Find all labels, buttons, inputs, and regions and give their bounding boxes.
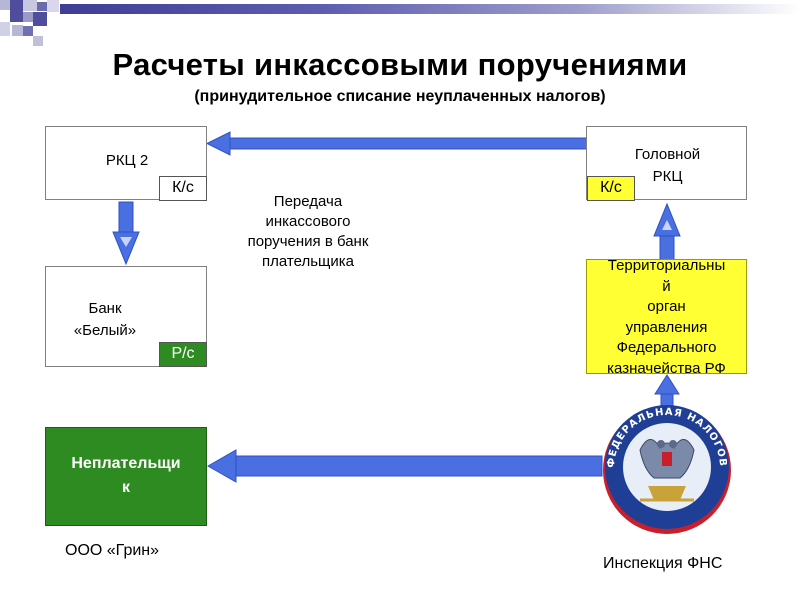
deco-square xyxy=(0,0,10,10)
deco-square xyxy=(23,26,33,36)
rkc2-label: РКЦ 2 xyxy=(105,152,149,169)
deco-square xyxy=(37,2,47,11)
annotation-line: поручения в банк xyxy=(247,233,369,250)
deco-square xyxy=(33,36,43,46)
treasury-line: казначейства РФ xyxy=(607,359,726,374)
deco-square xyxy=(23,0,37,11)
treasury-line: й xyxy=(662,277,671,295)
deco-square xyxy=(23,12,33,22)
treasury-line: Федерального xyxy=(616,339,717,356)
nonpayer-caption: ООО «Грин» xyxy=(65,542,160,559)
annotation-line: инкассового xyxy=(265,213,351,230)
deco-square xyxy=(12,25,23,36)
arrow-fns-to-nonpayer xyxy=(206,449,603,483)
deco-square xyxy=(33,12,47,26)
eagle-icon xyxy=(639,439,695,502)
transfer-annotation: Передача инкассового поручения в банк пл… xyxy=(222,192,394,272)
deco-gradient-bar xyxy=(60,4,800,14)
bank-label-line2: «Белый» xyxy=(73,322,137,339)
treasury-line: управления xyxy=(625,318,708,336)
annotation-line: плательщика xyxy=(262,253,354,270)
deco-square xyxy=(10,0,23,11)
annotation-line: Передача xyxy=(273,193,343,210)
head-rkc-box: Головной РКЦ xyxy=(586,126,747,200)
head-rkc-label-line2: РКЦ xyxy=(652,168,683,185)
arrow-rkc2-to-bank xyxy=(112,201,140,266)
head-rkc-account-tag: К/с xyxy=(587,176,635,201)
nonpayer-line2: к xyxy=(121,479,130,496)
page-title: Расчеты инкассовыми поручениями xyxy=(112,47,688,82)
rkc2-account-tag: К/с xyxy=(159,176,207,201)
emblem-text: ФЕДЕРАЛЬНАЯ НАЛОГОВАЯ СЛУЖБА xyxy=(0,0,728,468)
bank-account-tag: Р/с xyxy=(159,342,207,367)
head-rkc-label-line1: Головной xyxy=(634,146,701,163)
treasury-line: орган xyxy=(647,298,686,315)
header-decoration xyxy=(0,0,800,48)
deco-square xyxy=(10,11,23,22)
deco-square xyxy=(0,22,10,36)
fns-caption: Инспекция ФНС xyxy=(603,555,723,572)
bank-box: Банк «Белый» xyxy=(45,266,207,367)
deco-square xyxy=(47,0,59,12)
treasury-line: Территориальны xyxy=(607,259,726,274)
svg-text:ФЕДЕРАЛЬНАЯ НАЛОГОВАЯ СЛУЖБА: ФЕДЕРАЛЬНАЯ НАЛОГОВАЯ СЛУЖБА xyxy=(0,0,728,468)
nonpayer-line1: Неплательщи xyxy=(71,455,181,472)
page-subtitle: (принудительное списание неуплаченных на… xyxy=(194,88,606,105)
treasury-box: Территориальны й орган управления Федера… xyxy=(586,259,747,374)
arrow-treasury-to-head-rkc xyxy=(653,202,681,261)
nonpayer-box: Неплательщи к xyxy=(45,427,207,526)
bank-label-line1: Банк xyxy=(88,300,122,317)
